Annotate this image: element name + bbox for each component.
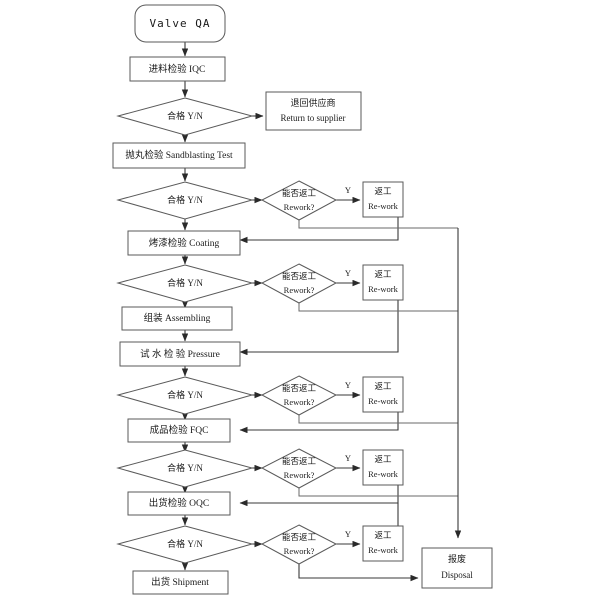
rw5-line1: 能否返工 (282, 532, 317, 542)
rw3-line2: Rework? (284, 397, 315, 407)
d2-label: 合格 Y/N (167, 194, 203, 205)
node-process-pressure[interactable]: 试 水 检 验 Pressure (119, 341, 241, 367)
rw2-line1: 能否返工 (282, 271, 317, 281)
d1-label: 合格 Y/N (167, 110, 203, 121)
node-decision-rework-1[interactable]: 能否返工 Rework? (260, 180, 338, 221)
rwbox1-line1: 返工 (374, 186, 392, 196)
node-shipment[interactable]: 出货 Shipment (132, 570, 229, 595)
node-decision-rework-3[interactable]: 能否返工 Rework? (260, 375, 338, 416)
edge-rw2-no-to-trunk (298, 303, 458, 312)
rwbox5-line2: Re-work (368, 545, 398, 555)
edge-rwbox2-to-pressure (239, 300, 399, 356)
coating-label: 烤漆检验 Coating (149, 237, 220, 249)
rw5-line2: Rework? (284, 546, 315, 556)
edge-rwbox1-to-coating (239, 215, 399, 244)
rw1-line2: Rework? (284, 202, 315, 212)
rwbox4-line2: Re-work (368, 469, 398, 479)
edge-rw1-no-to-trunk (298, 220, 458, 229)
rw4-yes-label: Y (345, 453, 351, 463)
node-process-coating[interactable]: 烤漆检验 Coating (127, 230, 241, 256)
node-decision-rework-5[interactable]: 能否返工 Rework? (260, 524, 338, 565)
node-decision-iqc-pass[interactable]: 合格 Y/N (116, 97, 254, 136)
node-return-to-supplier[interactable]: 退回供应商 Return to supplier (265, 91, 362, 131)
oqc-label: 出货检验 OQC (149, 497, 209, 509)
edge-rw3-no-to-trunk (298, 415, 458, 424)
node-decision-fqc-pass[interactable]: 合格 Y/N (116, 449, 254, 488)
pressure-label: 试 水 检 验 Pressure (140, 348, 220, 360)
node-process-iqc[interactable]: 进料检验 IQC (129, 56, 226, 82)
node-process-oqc[interactable]: 出货检验 OQC (127, 491, 231, 516)
d6-label: 合格 Y/N (167, 538, 203, 549)
node-decision-rework-4[interactable]: 能否返工 Rework? (260, 448, 338, 489)
rw4-line2: Rework? (284, 470, 315, 480)
node-rework-box-5[interactable]: 返工 Re-work (362, 525, 404, 562)
rwbox3-line1: 返工 (374, 381, 392, 391)
disposal-line2: Disposal (441, 570, 473, 580)
d4-label: 合格 Y/N (167, 389, 203, 400)
assembling-label: 组装 Assembling (144, 312, 211, 324)
node-rework-box-1[interactable]: 返工 Re-work (362, 181, 404, 218)
sandblasting-label: 抛丸检验 Sandblasting Test (125, 149, 233, 161)
node-decision-pressure-pass[interactable]: 合格 Y/N (116, 376, 254, 415)
edge-rw5-no-to-disposal (298, 564, 419, 582)
rw1-yes-label: Y (345, 185, 351, 195)
start-label: Valve QA (150, 17, 211, 30)
rw3-yes-label: Y (345, 380, 351, 390)
node-decision-rework-2[interactable]: 能否返工 Rework? (260, 263, 338, 304)
disposal-line1: 报废 (448, 553, 466, 564)
node-process-assembling[interactable]: 组装 Assembling (121, 306, 233, 331)
edge-rw4-no-to-trunk (298, 488, 458, 497)
edge-rwbox3-to-fqc (239, 412, 399, 434)
rwbox3-line2: Re-work (368, 396, 398, 406)
d3-label: 合格 Y/N (167, 277, 203, 288)
fqc-label: 成品检验 FQC (150, 424, 209, 436)
node-rework-box-2[interactable]: 返工 Re-work (362, 264, 404, 301)
rw3-line1: 能否返工 (282, 383, 317, 393)
node-decision-coating-pass[interactable]: 合格 Y/N (116, 264, 254, 303)
node-start-valve-qa[interactable]: Valve QA (134, 4, 226, 43)
edge-rwbox4-to-oqc (239, 485, 399, 507)
shipment-label: 出货 Shipment (151, 576, 209, 588)
node-rework-box-3[interactable]: 返工 Re-work (362, 376, 404, 413)
node-disposal[interactable]: 报废 Disposal (421, 547, 493, 589)
d5-label: 合格 Y/N (167, 462, 203, 473)
rw4-line1: 能否返工 (282, 456, 317, 466)
node-process-sandblasting[interactable]: 抛丸检验 Sandblasting Test (112, 142, 246, 169)
node-rework-box-4[interactable]: 返工 Re-work (362, 449, 404, 486)
rw5-yes-label: Y (345, 529, 351, 539)
node-decision-oqc-pass[interactable]: 合格 Y/N (116, 525, 254, 564)
rw2-line2: Rework? (284, 285, 315, 295)
iqc-label: 进料检验 IQC (149, 63, 206, 75)
rwbox4-line1: 返工 (374, 454, 392, 464)
return-supplier-line1: 退回供应商 (290, 97, 335, 108)
rwbox5-line1: 返工 (374, 530, 392, 540)
rw2-yes-label: Y (345, 268, 351, 278)
return-supplier-line2: Return to supplier (281, 113, 346, 123)
rw1-line1: 能否返工 (282, 188, 317, 198)
rwbox2-line1: 返工 (374, 269, 392, 279)
rwbox2-line2: Re-work (368, 284, 398, 294)
rwbox1-line2: Re-work (368, 201, 398, 211)
node-decision-sandblasting-pass[interactable]: 合格 Y/N (116, 181, 254, 220)
node-process-fqc[interactable]: 成品检验 FQC (127, 418, 231, 443)
